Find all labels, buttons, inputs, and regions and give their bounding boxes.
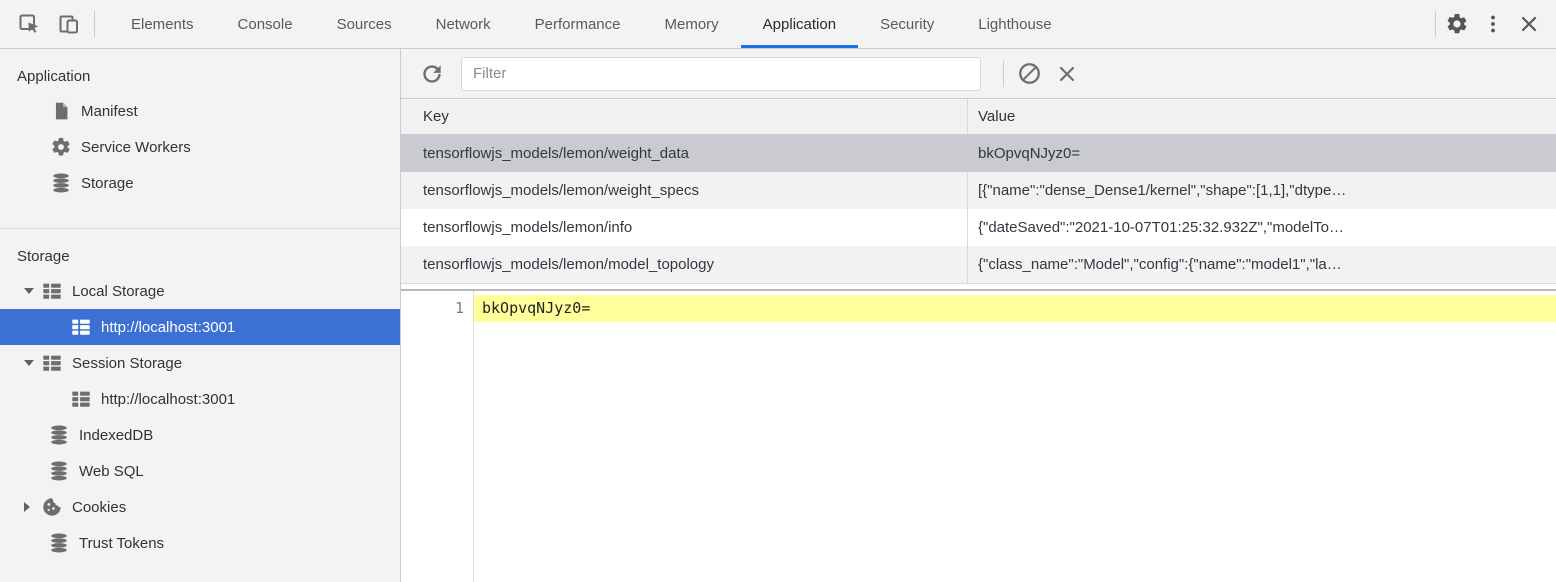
- inspect-cursor-icon[interactable]: [14, 9, 44, 39]
- database-icon: [48, 424, 70, 446]
- tab-memory[interactable]: Memory: [664, 15, 719, 33]
- database-icon: [48, 460, 70, 482]
- sidebar-item-label: Service Workers: [81, 138, 191, 156]
- line-number-gutter: 1: [401, 291, 474, 582]
- close-icon[interactable]: [1514, 9, 1544, 39]
- sidebar-item-label: http://localhost:3001: [101, 390, 236, 408]
- database-icon: [48, 532, 70, 554]
- sidebar-item-storage[interactable]: Storage: [0, 165, 400, 201]
- tabs-strip: Elements Console Sources Network Perform…: [109, 0, 1074, 48]
- expand-arrow-icon[interactable]: [24, 288, 41, 294]
- row-value: bkOpvqNJyz0=: [978, 145, 1081, 162]
- settings-gear-icon[interactable]: [1442, 9, 1472, 39]
- sidebar-item-manifest[interactable]: Manifest: [0, 93, 400, 129]
- tab-sources[interactable]: Sources: [336, 15, 392, 33]
- gear-icon: [50, 136, 72, 158]
- tab-performance[interactable]: Performance: [534, 15, 621, 33]
- table-icon: [70, 316, 92, 338]
- tabbar-right-icons: [1435, 0, 1556, 48]
- toolbar-divider: [1003, 60, 1004, 87]
- row-key: tensorflowjs_models/lemon/model_topology: [401, 246, 968, 283]
- sidebar-item-local-storage[interactable]: Local Storage: [0, 273, 400, 309]
- row-key: tensorflowjs_models/lemon/info: [401, 209, 968, 246]
- sidebar-item-label: Storage: [81, 174, 134, 192]
- table-icon: [41, 352, 63, 374]
- table-row[interactable]: tensorflowjs_models/lemon/model_topology…: [401, 246, 1556, 283]
- table-row[interactable]: tensorflowjs_models/lemon/info {"dateSav…: [401, 209, 1556, 246]
- tab-application[interactable]: Application: [740, 0, 859, 48]
- row-value: [{"name":"dense_Dense1/kernel","shape":[…: [978, 182, 1347, 199]
- sidebar-item-label: Web SQL: [79, 462, 144, 480]
- sidebar-section-application: Application Manifest Service: [0, 49, 400, 229]
- table-icon: [70, 388, 92, 410]
- sidebar-item-trust-tokens[interactable]: Trust Tokens: [0, 525, 400, 561]
- sidebar-section-title: Storage: [17, 248, 70, 265]
- database-icon: [50, 172, 72, 194]
- table-icon: [41, 280, 63, 302]
- sidebar-item-indexeddb[interactable]: IndexedDB: [0, 417, 400, 453]
- tabbar-right-divider: [1435, 11, 1436, 37]
- sidebar-item-localhost-3001-session[interactable]: http://localhost:3001: [0, 381, 400, 417]
- sidebar-item-cookies[interactable]: Cookies: [0, 489, 400, 525]
- sidebar-section-storage: Storage Local Storage: [0, 229, 400, 561]
- cookie-icon: [41, 496, 63, 518]
- delete-selected-icon[interactable]: [1052, 59, 1082, 89]
- devtools-content: Application Manifest Service: [0, 49, 1556, 582]
- table-row[interactable]: tensorflowjs_models/lemon/weight_specs […: [401, 172, 1556, 209]
- row-key: tensorflowjs_models/lemon/weight_data: [423, 145, 689, 162]
- storage-toolbar: [401, 49, 1556, 99]
- sidebar-item-service-workers[interactable]: Service Workers: [0, 129, 400, 165]
- tab-elements[interactable]: Elements: [131, 15, 194, 33]
- tab-security[interactable]: Security: [880, 15, 935, 33]
- storage-items-table: Key Value tensorflowjs_models/lemon/weig…: [401, 99, 1556, 284]
- refresh-icon[interactable]: [417, 59, 447, 89]
- collapse-arrow-icon[interactable]: [24, 502, 41, 512]
- sidebar-item-web-sql[interactable]: Web SQL: [0, 453, 400, 489]
- sidebar-item-localhost-3001-local[interactable]: http://localhost:3001: [0, 309, 400, 345]
- tab-network[interactable]: Network: [435, 15, 491, 33]
- sidebar-item-label: Manifest: [81, 102, 138, 120]
- value-preview-pane: 1 bkOpvqNJyz0=: [401, 289, 1556, 582]
- table-header-row: Key Value: [401, 99, 1556, 135]
- highlighted-value-line: bkOpvqNJyz0=: [474, 295, 1556, 322]
- sidebar-item-label: Cookies: [72, 498, 127, 516]
- splitter[interactable]: [401, 284, 1556, 289]
- column-header-key[interactable]: Key: [401, 99, 968, 134]
- devtools-tabbar: Elements Console Sources Network Perform…: [0, 0, 1556, 49]
- line-number: 1: [454, 299, 464, 317]
- sidebar-item-label: Session Storage: [72, 354, 183, 372]
- column-header-value[interactable]: Value: [978, 108, 1016, 125]
- sidebar-item-label: Local Storage: [72, 282, 165, 300]
- value-preview-editor[interactable]: bkOpvqNJyz0=: [474, 291, 1556, 582]
- sidebar-item-session-storage[interactable]: Session Storage: [0, 345, 400, 381]
- tabbar-divider: [94, 11, 95, 37]
- local-storage-panel: Key Value tensorflowjs_models/lemon/weig…: [401, 49, 1556, 582]
- expand-arrow-icon[interactable]: [24, 360, 41, 366]
- application-sidebar: Application Manifest Service: [0, 49, 401, 582]
- manifest-file-icon: [50, 100, 72, 122]
- tabbar-left-icons: [0, 0, 94, 48]
- device-toolbar-icon[interactable]: [54, 9, 84, 39]
- table-row[interactable]: tensorflowjs_models/lemon/weight_data bk…: [401, 135, 1556, 172]
- sidebar-item-label: IndexedDB: [79, 426, 154, 444]
- row-value: {"dateSaved":"2021-10-07T01:25:32.932Z",…: [978, 219, 1345, 236]
- tab-console[interactable]: Console: [237, 15, 293, 33]
- block-clear-all-icon[interactable]: [1014, 59, 1044, 89]
- row-key: tensorflowjs_models/lemon/weight_specs: [401, 172, 968, 209]
- sidebar-section-title: Application: [17, 68, 91, 85]
- tab-lighthouse[interactable]: Lighthouse: [978, 15, 1052, 33]
- row-value: {"class_name":"Model","config":{"name":"…: [978, 256, 1342, 273]
- filter-input[interactable]: [461, 56, 981, 91]
- sidebar-item-label: Trust Tokens: [79, 534, 165, 552]
- more-vertical-icon[interactable]: [1478, 9, 1508, 39]
- sidebar-item-label: http://localhost:3001: [101, 318, 236, 336]
